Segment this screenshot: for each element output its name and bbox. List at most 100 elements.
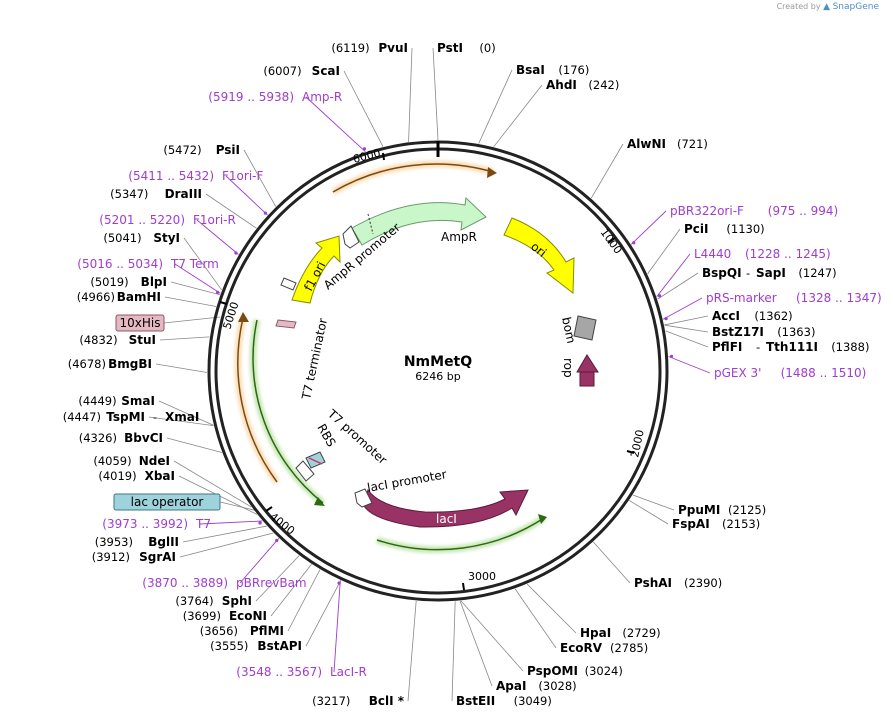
feature-rbs[interactable]: RBS xyxy=(305,422,339,469)
site-ppumi[interactable]: PpuMI(2125) xyxy=(678,503,766,517)
site-bmgbi[interactable]: BmgBI(4678) xyxy=(68,357,152,371)
site-leader xyxy=(243,149,277,207)
site-econi[interactable]: EcoNI(3699) xyxy=(183,609,267,623)
site-ndei[interactable]: NdeI(4059) xyxy=(93,454,170,468)
site-name: BstEII xyxy=(456,694,495,708)
boxed-leader xyxy=(163,316,221,324)
site-leader xyxy=(255,555,300,602)
tick-4000: 4000 xyxy=(265,506,297,538)
feature-rop[interactable]: rop xyxy=(561,354,599,387)
site-blpi[interactable]: BlpI(5019) xyxy=(90,275,167,289)
site-position: (242) xyxy=(588,78,619,92)
site-name: ApaI xyxy=(496,679,526,693)
site-position: (3217) xyxy=(312,694,350,708)
site-bstapi[interactable]: BstAPI(3555) xyxy=(210,639,302,653)
site-name: BclI * xyxy=(369,694,405,708)
site-position: (1363) xyxy=(777,325,815,339)
boxed-feature-lac-operator[interactable]: lac operator xyxy=(113,493,221,511)
feature-lacI[interactable]: lacI xyxy=(362,488,529,528)
site-alwni[interactable]: AlwNI(721) xyxy=(627,137,708,151)
feature-t7-promoter[interactable]: T7 promoter xyxy=(295,406,390,482)
orf-arcs xyxy=(234,160,547,554)
credit-brand: SnapGene xyxy=(832,2,879,12)
site-name: PflMI xyxy=(250,624,284,638)
primer-name: L4440 xyxy=(694,247,731,261)
site-xbai[interactable]: XbaI(4019) xyxy=(98,469,175,483)
primer-t7term[interactable]: T7 Term(5016 .. 5034) xyxy=(77,257,220,295)
feature-f1ori[interactable]: f1 ori xyxy=(291,235,341,304)
site-name: PshAI xyxy=(634,576,672,590)
site-name-2: XmaI xyxy=(165,410,199,424)
site-leader xyxy=(647,228,681,275)
feature-ori[interactable]: ori xyxy=(503,217,575,294)
site-leader xyxy=(164,296,217,307)
site-psti[interactable]: PstI(0) xyxy=(437,41,496,55)
site-bstz17i[interactable]: BstZ17I(1363) xyxy=(712,325,815,339)
site-fspai[interactable]: FspAI(2153) xyxy=(672,517,760,531)
site-smai[interactable]: SmaI(4449) xyxy=(78,394,155,408)
site-bsai[interactable]: BsaI(176) xyxy=(516,63,589,77)
site-name: SphI xyxy=(222,594,252,608)
site-leader xyxy=(493,84,543,148)
site-leader xyxy=(270,564,312,617)
primer-l4440[interactable]: L4440(1228 .. 1245) xyxy=(657,247,831,298)
feature-ampr[interactable]: AmpR xyxy=(351,196,487,246)
site-name: DraIII xyxy=(165,187,202,201)
primer-t7[interactable]: T7(3973 .. 3992) xyxy=(102,517,262,531)
snapgene-credit: Created by ▲ SnapGene xyxy=(777,2,879,12)
site-acci[interactable]: AccI(1362) xyxy=(712,309,793,323)
site-bglii[interactable]: BglII(3953) xyxy=(95,535,179,549)
site-styi[interactable]: StyI(5041) xyxy=(103,231,180,245)
site-leader xyxy=(451,601,456,702)
primer-lacir[interactable]: LacI-R(3548 .. 3567) xyxy=(236,581,367,679)
site-draiii[interactable]: DraIII(5347) xyxy=(110,187,202,201)
site-sgrai[interactable]: SgrAI(3912) xyxy=(92,550,176,564)
site-bamhi[interactable]: BamHI(4966) xyxy=(77,290,161,304)
primer-prsmarker[interactable]: pRS-marker(1328 .. 1347) xyxy=(664,291,882,321)
site-bsteii[interactable]: BstEII(3049) xyxy=(456,694,552,708)
site-name: NdeI xyxy=(139,454,170,468)
primer-range: (1328 .. 1347) xyxy=(796,291,882,305)
site-name: SmaI xyxy=(121,394,155,408)
primer-ampr[interactable]: Amp-R(5919 .. 5938) xyxy=(208,90,367,151)
boxed-feature-label: lac operator xyxy=(131,495,204,509)
site-tspmi[interactable]: XmaI-TspMI(4447) xyxy=(63,410,200,424)
site-ecorv[interactable]: EcoRV(2785) xyxy=(560,641,648,655)
site-sphi[interactable]: SphI(3764) xyxy=(175,594,252,608)
primer-f1orir[interactable]: F1ori-R(5201 .. 5220) xyxy=(99,213,238,255)
feature-bom[interactable]: bom xyxy=(559,315,597,345)
site-name: PstI xyxy=(437,41,463,55)
site-name: XbaI xyxy=(145,469,175,483)
site-name: TspMI xyxy=(106,410,145,424)
site-bcli[interactable]: BclI * (3217) xyxy=(312,694,405,708)
site-pflfi[interactable]: PflFI-Tth111I(1388) xyxy=(712,340,869,354)
primer-pbr322orif[interactable]: pBR322ori-F(975 .. 994) xyxy=(632,204,838,245)
site-psii[interactable]: PsiI(5472) xyxy=(163,143,240,157)
site-name: StuI xyxy=(129,333,156,347)
site-apai[interactable]: ApaI(3028) xyxy=(496,679,577,693)
site-pvui[interactable]: PvuI(6119) xyxy=(331,41,408,55)
site-stui[interactable]: StuI(4832) xyxy=(79,333,156,347)
site-name: BspQI xyxy=(702,266,742,280)
feature-t7-terminator[interactable]: T7 terminator xyxy=(275,317,330,402)
site-sep: - xyxy=(756,340,760,354)
site-bbvci[interactable]: BbvCI(4326) xyxy=(79,431,163,445)
site-pshai[interactable]: PshAI(2390) xyxy=(634,576,722,590)
primer-pgex3[interactable]: pGEX 3'(1488 .. 1510) xyxy=(669,354,866,380)
primer-f1orif[interactable]: F1ori-F(5411 .. 5432) xyxy=(128,169,267,215)
primer-pbrrevbam[interactable]: pBRrevBam(3870 .. 3889) xyxy=(142,538,307,590)
site-pflmi[interactable]: PflMI(3656) xyxy=(200,624,284,638)
site-pspomi[interactable]: PspOMI(3024) xyxy=(527,664,623,678)
feature-lacI-promoter[interactable]: lacI promoter xyxy=(354,467,448,508)
site-leader xyxy=(459,600,493,687)
boxed-feature-10xhis[interactable]: 10xHis xyxy=(115,314,165,332)
site-scai[interactable]: ScaI(6007) xyxy=(263,64,340,78)
primer-range: (3548 .. 3567) xyxy=(236,665,322,679)
site-name: StyI xyxy=(153,231,180,245)
site-hpai[interactable]: HpaI(2729) xyxy=(580,626,661,640)
site-pcii[interactable]: PciI(1130) xyxy=(684,222,765,236)
site-bspqi[interactable]: BspQI-SapI(1247) xyxy=(702,266,837,280)
site-ahdi[interactable]: AhdI(242) xyxy=(546,78,619,92)
plasmid-size: 6246 bp xyxy=(415,370,460,383)
